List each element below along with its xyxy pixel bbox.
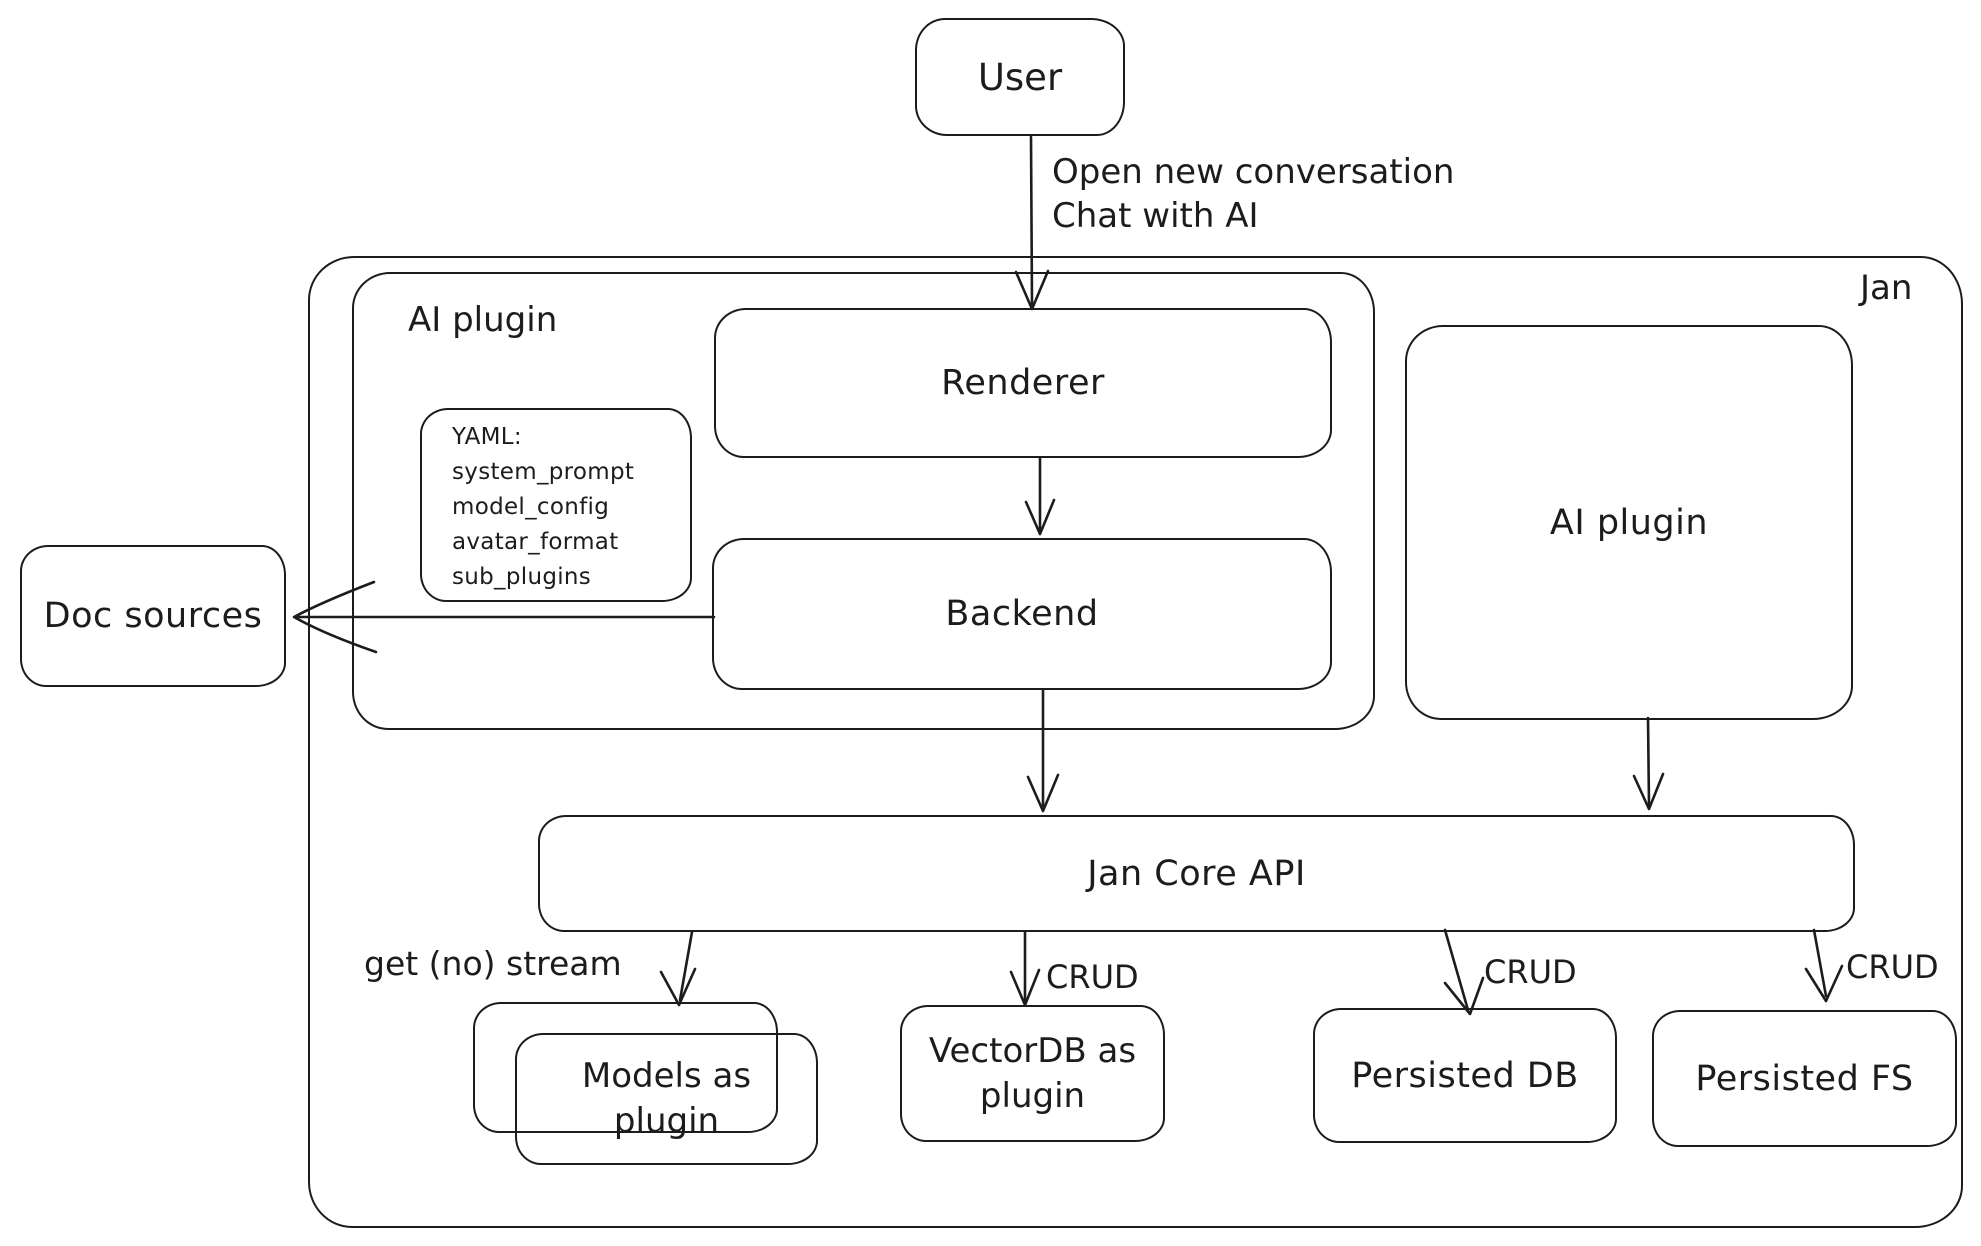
renderer-label: Renderer (941, 363, 1105, 403)
ai-plugin-label: AI plugin (1549, 502, 1709, 543)
models-node-back[interactable] (473, 1002, 778, 1133)
user-flow-label-line2: Chat with AI (1052, 196, 1259, 236)
user-flow-label-line1: Open new conversation (1052, 152, 1455, 192)
jan-core-api-node[interactable]: Jan Core API (538, 815, 1855, 932)
user-node[interactable]: User (915, 18, 1125, 136)
crud-label-db: CRUD (1484, 953, 1577, 991)
persisted-fs-node[interactable]: Persisted FS (1652, 1010, 1957, 1147)
yaml-line: model_config (452, 494, 610, 520)
crud-label-fs: CRUD (1846, 948, 1939, 986)
yaml-note-text: YAML: system_prompt model_config avatar_… (452, 420, 634, 595)
persisted-db-node[interactable]: Persisted DB (1313, 1008, 1617, 1143)
doc-sources-label: Doc sources (43, 596, 263, 636)
ai-plugin-node[interactable]: AI plugin (1405, 325, 1853, 720)
crud-label-vectordb: CRUD (1046, 958, 1139, 996)
persisted-fs-label: Persisted FS (1695, 1058, 1914, 1099)
models-label-line1: Models as (581, 1056, 752, 1096)
models-node-front[interactable] (515, 1033, 818, 1165)
stream-label: get (no) stream (364, 944, 622, 983)
user-label: User (977, 55, 1063, 99)
yaml-line: sub_plugins (452, 564, 592, 590)
models-label-line2: plugin (613, 1101, 720, 1141)
vectordb-label-line1: VectorDB as (928, 1030, 1137, 1071)
models-label: Models as plugin (515, 1035, 818, 1163)
backend-label: Backend (945, 594, 1099, 634)
vectordb-node[interactable]: VectorDB as plugin (900, 1005, 1165, 1142)
yaml-line: avatar_format (452, 529, 619, 555)
jan-core-api-label: Jan Core API (1087, 853, 1306, 894)
yaml-line: system_prompt (452, 459, 635, 485)
yaml-title: YAML: (452, 424, 522, 450)
vectordb-label-line2: plugin (979, 1075, 1086, 1116)
renderer-node[interactable]: Renderer (714, 308, 1332, 458)
backend-node[interactable]: Backend (712, 538, 1332, 690)
persisted-db-label: Persisted DB (1351, 1055, 1579, 1096)
doc-sources-node[interactable]: Doc sources (20, 545, 286, 687)
yaml-note[interactable] (420, 408, 692, 602)
user-flow-label: Open new conversation Chat with AI (1052, 150, 1454, 238)
jan-container-label: Jan (1860, 268, 1913, 308)
ai-plugin-group-label: AI plugin (408, 300, 558, 340)
